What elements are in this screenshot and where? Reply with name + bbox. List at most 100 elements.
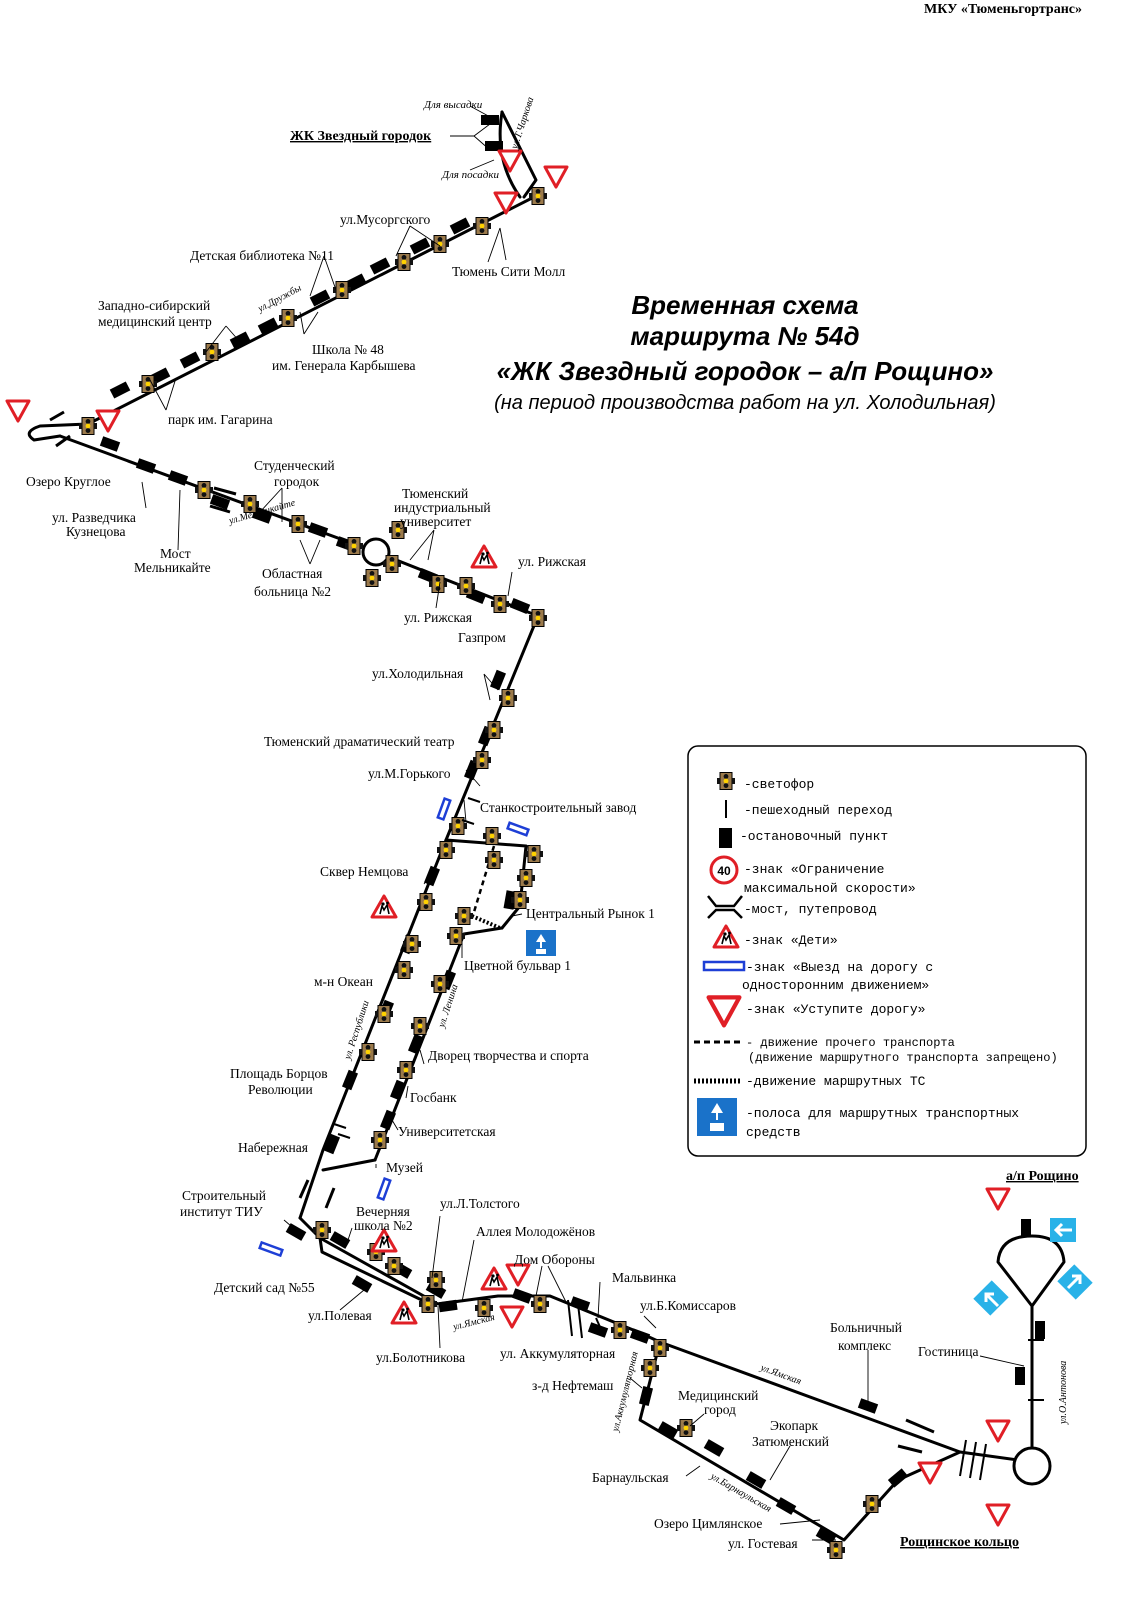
label-akkum: ул. Аккумуляторная — [500, 1346, 615, 1361]
traffic-light-icon — [362, 569, 382, 587]
legend-prochee-2: (движение маршрутного транспорта запреще… — [748, 1051, 1058, 1065]
label-neftemash: з-д Нефтемаш — [532, 1378, 614, 1393]
label-ekopark-1: Экопарк — [770, 1418, 819, 1433]
bus-lane-sign — [526, 930, 556, 956]
legend-speed-1: -знак «Ограничение — [744, 862, 884, 877]
terminal-start-label: ЖК Звездный городок — [290, 129, 432, 144]
traffic-light-icon — [138, 375, 158, 393]
stop-marker — [285, 1223, 307, 1241]
legend-ustupi: -знак «Уступите дорогу» — [746, 1002, 925, 1017]
label-kruglo: Озеро Круглое — [26, 474, 111, 489]
stop-marker — [257, 317, 279, 335]
label-bolnkompl-1: Больничный — [830, 1320, 902, 1335]
legend-polosa-2: средств — [746, 1125, 801, 1140]
stop-marker — [438, 1299, 458, 1313]
label-tiu-1: Тюменский — [402, 486, 468, 501]
title-line-4: (на период производства работ на ул. Хол… — [494, 392, 996, 414]
traffic-light-icon — [394, 961, 414, 979]
traffic-light-icon — [202, 343, 222, 361]
label-ekopark-2: Затюменский — [752, 1434, 829, 1449]
label-most-1: Мост — [160, 546, 191, 561]
legend-marshrut: -движение маршрутных ТС — [746, 1074, 926, 1089]
stop-marker — [1015, 1367, 1025, 1385]
stop-marker — [887, 1468, 909, 1488]
street-yamskaya-2: ул.Ямская — [758, 1362, 803, 1387]
legend-vyezd-1: -знак «Выезд на дорогу с — [746, 960, 933, 975]
route-vehicle-segment — [471, 914, 501, 930]
label-vech-2: школа №2 — [354, 1218, 413, 1233]
label-student-1: Студенческий — [254, 458, 335, 473]
pedestrian-crossing — [461, 819, 475, 825]
label-razvedchika-1: ул. Разведчика — [52, 510, 136, 525]
legend-stop-icon — [719, 828, 732, 848]
traffic-light-icon — [610, 1321, 630, 1339]
traffic-light-icon — [384, 1257, 404, 1275]
stop-marker — [323, 1133, 341, 1155]
stop-marker — [309, 289, 331, 307]
traffic-light-icon — [418, 1295, 438, 1313]
ring-label: Рощинское кольцо — [900, 1535, 1019, 1550]
pedestrian-crossing — [567, 1299, 573, 1337]
traffic-light-icon — [416, 893, 436, 911]
stop-marker — [745, 1471, 767, 1489]
label-medgorod-2: город — [704, 1402, 736, 1417]
label-tiu-2: индустриальный — [394, 500, 491, 515]
label-city-moll: Тюмень Сити Молл — [452, 264, 565, 279]
label-ploshad-1: Площадь Борцов — [230, 1066, 328, 1081]
label-razvedchika-2: Кузнецова — [66, 524, 125, 539]
label-bolotnikova: ул.Болотникова — [376, 1350, 465, 1365]
legend-deti: -знак «Дети» — [744, 933, 838, 948]
label-barnaulskaya: Барнаульская — [592, 1470, 669, 1485]
traffic-light-icon — [490, 595, 510, 613]
label-zsmc-2: медицинский центр — [98, 314, 212, 329]
label-polevaya: ул.Полевая — [308, 1308, 372, 1323]
stop-marker — [179, 351, 201, 369]
label-gazprom: Газпром — [458, 630, 506, 645]
label-biblioteka: Детская библиотека №11 — [190, 248, 334, 263]
label-teatr: Тюменский драматический театр — [264, 734, 455, 749]
label-cimlyanskoe: Озеро Цимлянское — [654, 1516, 762, 1531]
legend-traffic-light-icon — [716, 772, 736, 790]
stop-marker — [149, 367, 171, 385]
legend-ostanovka: -остановочный пункт — [740, 829, 888, 844]
traffic-light-icon — [278, 309, 298, 327]
tiu-roundabout — [361, 537, 391, 567]
label-stroit-1: Строительный — [182, 1188, 266, 1203]
traffic-light-icon — [456, 577, 476, 595]
stop-marker — [569, 1296, 591, 1312]
label-komissarov: ул.Б.Комиссаров — [640, 1298, 736, 1313]
label-holodilnaya: ул.Холодильная — [372, 666, 463, 681]
label-bolnkompl-2: комплекс — [838, 1338, 891, 1353]
stop-marker — [1035, 1321, 1045, 1339]
pedestrian-crossing — [969, 1441, 977, 1479]
traffic-light-icon — [370, 1131, 390, 1149]
label-musorgskogo: ул.Мусоргского — [340, 212, 431, 227]
one-way-signs — [258, 796, 531, 1258]
roshchino-roundabout — [1012, 1446, 1052, 1486]
stop-marker — [307, 522, 329, 538]
street-antonova: ул.О.Антонова — [1058, 1361, 1069, 1425]
traffic-light-icon — [472, 217, 492, 235]
legend-bridge-icon — [707, 895, 743, 919]
legend-frame — [687, 745, 1087, 1157]
label-most-2: Мельникайте — [134, 560, 211, 575]
stop-marker — [409, 237, 431, 255]
traffic-light-icon — [382, 555, 402, 573]
legend-speed-value: 40 — [717, 864, 731, 878]
stop-marker — [167, 470, 189, 486]
label-bulvar: Цветной бульвар 1 — [464, 958, 571, 973]
traffic-light-icon — [516, 869, 536, 887]
leader-lines — [141, 105, 1025, 1541]
label-gagarina: парк им. Гагарина — [168, 412, 273, 427]
stop-marker — [109, 381, 131, 399]
stop-marker — [703, 1439, 725, 1457]
street-chaykova: ул.Т.Чаркова — [509, 96, 536, 152]
terminal-end-label: а/п Рощино — [1006, 1169, 1079, 1184]
traffic-light-icon — [288, 515, 308, 533]
stop-marker — [99, 436, 121, 452]
traffic-light-icon — [454, 907, 474, 925]
label-stroit-2: институт ТИУ — [180, 1204, 263, 1219]
legend-svetofor: -светофор — [744, 777, 814, 792]
stop-marker — [638, 1386, 654, 1406]
